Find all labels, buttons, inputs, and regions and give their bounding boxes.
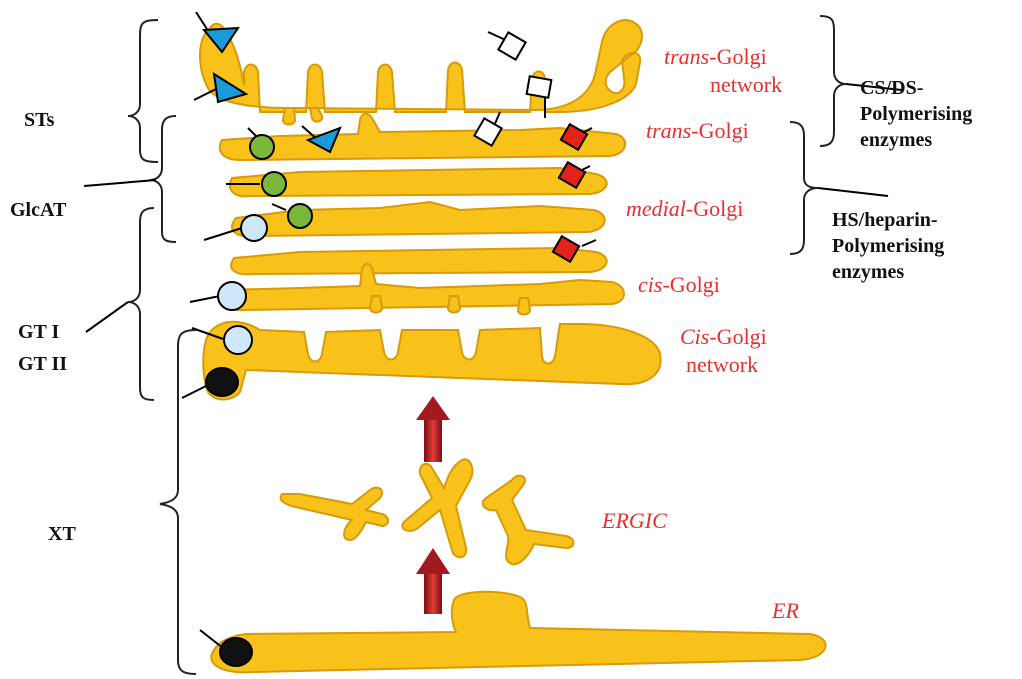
gt-circle-3: [224, 326, 252, 354]
trans-golgi-network-shape: [200, 20, 642, 112]
xt-circle-1: [206, 368, 238, 396]
glcat-circle-3: [288, 204, 312, 228]
label-er: ER: [771, 598, 799, 623]
tgn-bud-1: [283, 108, 295, 125]
label-gt1: GT I: [18, 321, 60, 343]
label-cis-golgi-network-line2: network: [686, 352, 758, 377]
cgn-bud-3: [518, 298, 530, 315]
csds-square-2: [527, 76, 552, 98]
label-csds-line1: CS/DS-: [860, 77, 923, 99]
gt-circle-2: [218, 282, 246, 310]
label-hs-line2: Polymerising: [832, 235, 944, 257]
cgn-bud-2: [448, 296, 460, 313]
bracket-csds: [820, 16, 846, 146]
tgn-bud-2: [310, 108, 322, 122]
label-hs-line3: enzymes: [832, 261, 904, 283]
label-csds-line3: enzymes: [860, 129, 932, 151]
label-medial-golgi: medial-Golgi: [626, 196, 743, 221]
label-hs-line1: HS/heparin-: [832, 209, 938, 231]
gt-circle-1: [241, 215, 267, 241]
glcat-circle-2: [262, 172, 286, 196]
csds-square-1: [498, 32, 525, 59]
bracket-xt: [160, 330, 196, 674]
ergic-tubule-3: [483, 476, 574, 565]
transport-arrow-lower: [416, 548, 450, 614]
bracket-gt: [128, 208, 154, 400]
label-cis-golgi-network: Cis-Golgi: [680, 324, 767, 349]
ergic-tubule-1: [281, 488, 388, 540]
transport-arrow-upper: [416, 396, 450, 462]
label-cis-golgi: cis-Golgi: [638, 272, 720, 297]
label-xt: XT: [48, 523, 76, 545]
cis-golgi-network-shape: [203, 322, 660, 400]
bracket-glcat: [150, 116, 176, 242]
label-trans-golgi: trans-Golgi: [646, 118, 749, 143]
glcat-circle-1: [250, 135, 274, 159]
label-gt2: GT II: [18, 353, 67, 375]
label-csds-line2: Polymerising: [860, 103, 972, 125]
bracket-hs: [790, 122, 818, 254]
label-trans-golgi-network: trans-Golgi: [664, 44, 767, 69]
bracket-sts: [128, 20, 158, 162]
label-glcat: GlcAT: [10, 199, 67, 221]
ergic-tubule-2: [402, 459, 472, 557]
er-shape: [211, 592, 825, 673]
label-sts: STs: [24, 109, 55, 131]
label-ergic: ERGIC: [601, 508, 667, 533]
cgn-bud-1: [370, 296, 382, 313]
label-trans-golgi-network-line2: network: [710, 72, 782, 97]
medial-golgi-cisterna-2: [231, 248, 606, 274]
xt-circle-2: [220, 638, 252, 666]
